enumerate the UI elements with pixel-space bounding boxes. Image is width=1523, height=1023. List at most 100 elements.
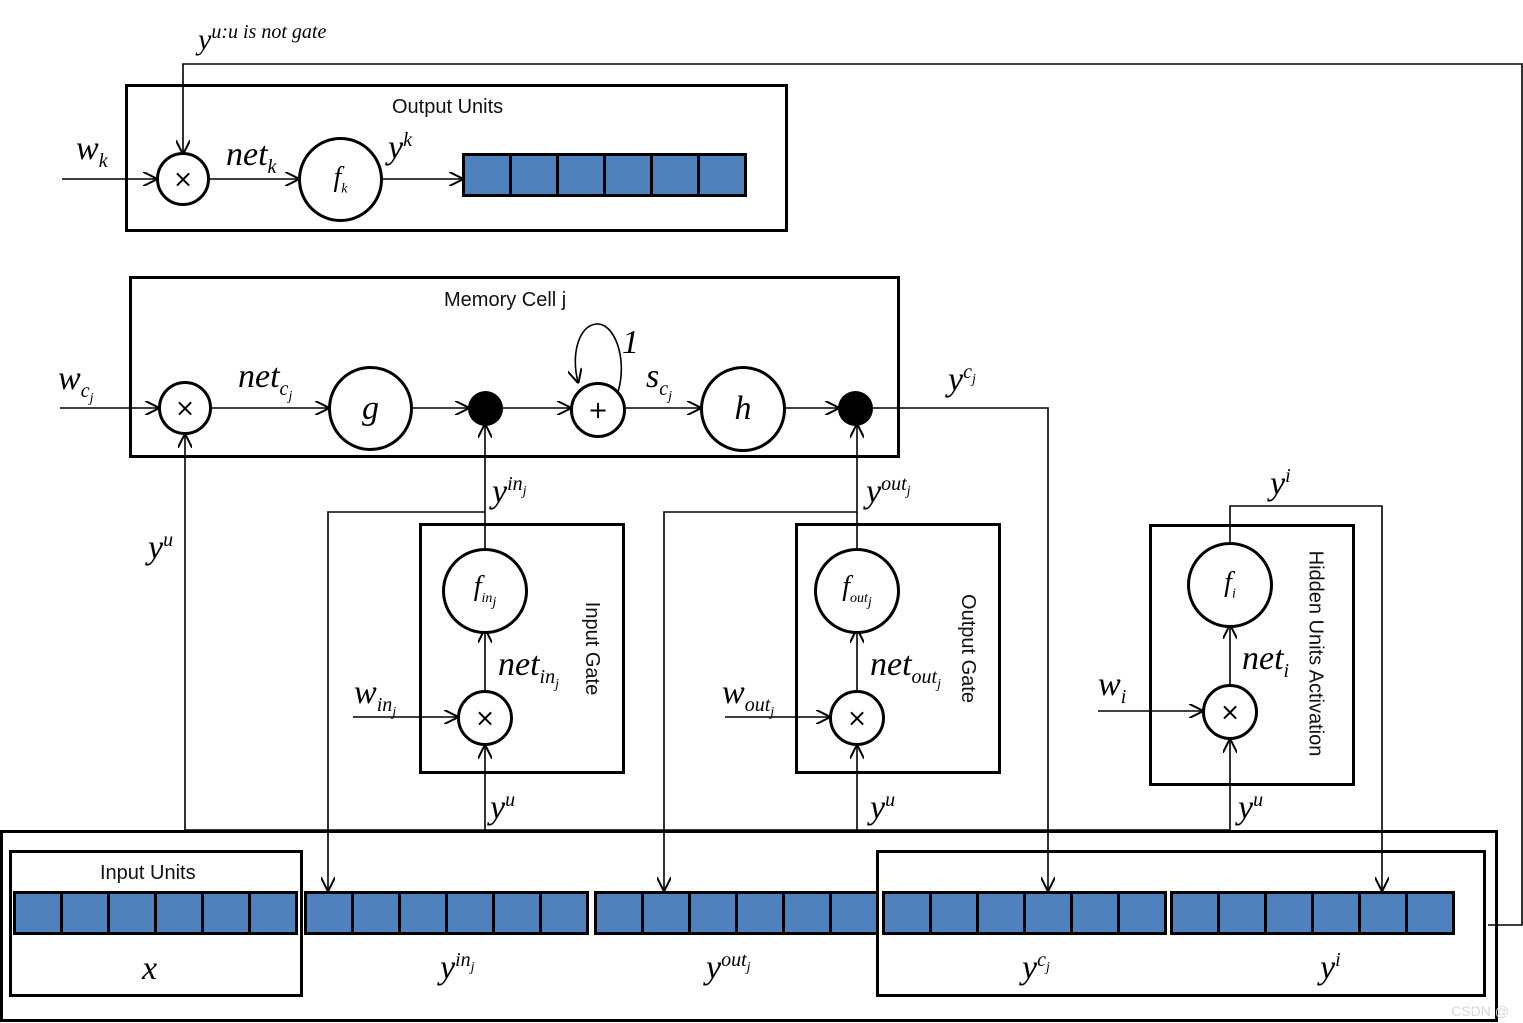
activation-node-fk: fk xyxy=(298,137,383,222)
register-cell xyxy=(594,891,644,935)
label-self-weight-one: 1 xyxy=(622,324,639,361)
register-cell xyxy=(782,891,832,935)
input-gate-product-dot xyxy=(468,391,503,426)
register-cell xyxy=(603,153,653,197)
input-gate-title: Input Gate xyxy=(581,601,604,696)
register-cell xyxy=(650,153,700,197)
register-cell xyxy=(688,891,738,935)
label-w-cj: wcj xyxy=(58,360,94,406)
register-cell xyxy=(976,891,1026,935)
squash-node-h: h xyxy=(700,366,786,452)
activation-node-fin: finj xyxy=(442,548,528,634)
register-cell xyxy=(1358,891,1408,935)
register-cell xyxy=(735,891,785,935)
output-units-title: Output Units xyxy=(392,96,504,118)
register-cell xyxy=(201,891,251,935)
label-y-u-outgate: yu xyxy=(870,789,896,827)
register-cell xyxy=(1070,891,1120,935)
yout-register xyxy=(594,891,879,935)
yc-register xyxy=(882,891,1167,935)
register-cell xyxy=(929,891,979,935)
register-cell xyxy=(445,891,495,935)
wire-yout-feedback xyxy=(664,511,857,890)
label-y-outj-gate: youtj xyxy=(866,473,911,511)
label-x: x xyxy=(142,950,158,987)
register-cell xyxy=(641,891,691,935)
activation-node-fi: fi xyxy=(1187,542,1273,628)
input-units-box xyxy=(9,850,303,997)
label-w-inj: winj xyxy=(354,674,397,720)
label-y-cj-output: ycj xyxy=(948,361,976,399)
register-cell xyxy=(1023,891,1073,935)
output-units-box xyxy=(125,84,788,232)
yi-register xyxy=(1170,891,1455,935)
register-cell xyxy=(351,891,401,935)
register-cell xyxy=(697,153,747,197)
register-cell xyxy=(154,891,204,935)
register-cell xyxy=(1117,891,1167,935)
label-w-k: wk xyxy=(76,130,108,172)
hidden-units-title: Hidden Units Activation xyxy=(1304,550,1327,757)
register-cell xyxy=(248,891,298,935)
memory-cell-box xyxy=(129,276,900,458)
register-cell xyxy=(882,891,932,935)
wire-top-feedback xyxy=(183,63,1523,926)
wire-yin-feedback xyxy=(328,511,485,890)
output-register xyxy=(462,153,747,197)
label-w-outj: woutj xyxy=(722,674,775,720)
label-y-outj-register: youtj xyxy=(706,949,751,987)
register-cell xyxy=(539,891,589,935)
label-y-i-register: yi xyxy=(1320,949,1341,987)
label-w-i: wi xyxy=(1098,666,1127,708)
register-cell xyxy=(556,153,606,197)
x-register xyxy=(13,891,298,935)
register-cell xyxy=(829,891,879,935)
squash-node-g: g xyxy=(328,366,413,451)
register-cell xyxy=(304,891,354,935)
output-gate-product-dot xyxy=(838,391,873,426)
output-gate-title: Output Gate xyxy=(956,594,979,703)
label-y-inj-register: yinj xyxy=(440,949,475,987)
hidden-units-box xyxy=(1149,524,1355,786)
multiply-node-cj: × xyxy=(158,381,212,435)
multiply-node-k: × xyxy=(156,152,210,206)
register-cell xyxy=(1217,891,1267,935)
register-cell xyxy=(1405,891,1455,935)
label-s-cj: scj xyxy=(646,358,673,404)
label-y-k: yk xyxy=(388,129,412,167)
label-y-u-cell: yu xyxy=(148,529,174,567)
network-state-box xyxy=(0,830,1498,1022)
register-cell xyxy=(398,891,448,935)
output-gate-box xyxy=(795,523,1001,774)
label-net-inj: netinj xyxy=(498,646,559,692)
sum-node: + xyxy=(570,382,626,438)
input-gate-box xyxy=(419,523,625,774)
label-net-outj: netoutj xyxy=(870,646,941,692)
activation-node-fout: foutj xyxy=(814,548,900,634)
register-cell xyxy=(1264,891,1314,935)
register-cell xyxy=(107,891,157,935)
wire-self-loop xyxy=(575,323,623,393)
memory-cell-title: Memory Cell j xyxy=(444,289,567,311)
multiply-node-out: × xyxy=(829,690,885,746)
register-cell xyxy=(13,891,63,935)
register-cell xyxy=(462,153,512,197)
label-y-u-not-gate: yu:u is not gate xyxy=(198,21,327,56)
label-y-inj-gate: yinj xyxy=(492,473,527,511)
label-net-k: netk xyxy=(226,136,277,178)
label-net-cj: netcj xyxy=(238,358,293,404)
register-cell xyxy=(1311,891,1361,935)
label-y-i-hidden: yi xyxy=(1270,465,1291,503)
multiply-node-i: × xyxy=(1202,684,1258,740)
watermark: CSDN @ xyxy=(1451,1003,1509,1019)
label-net-i: neti xyxy=(1242,640,1290,682)
input-units-title: Input Units xyxy=(100,862,196,884)
label-y-u-hidden: yu xyxy=(1238,789,1264,827)
register-cell xyxy=(60,891,110,935)
label-y-cj-register: ycj xyxy=(1022,949,1050,987)
yin-register xyxy=(304,891,589,935)
wire-ycj-feedback xyxy=(873,407,1048,890)
register-cell xyxy=(492,891,542,935)
label-y-u-ingate: yu xyxy=(490,789,516,827)
